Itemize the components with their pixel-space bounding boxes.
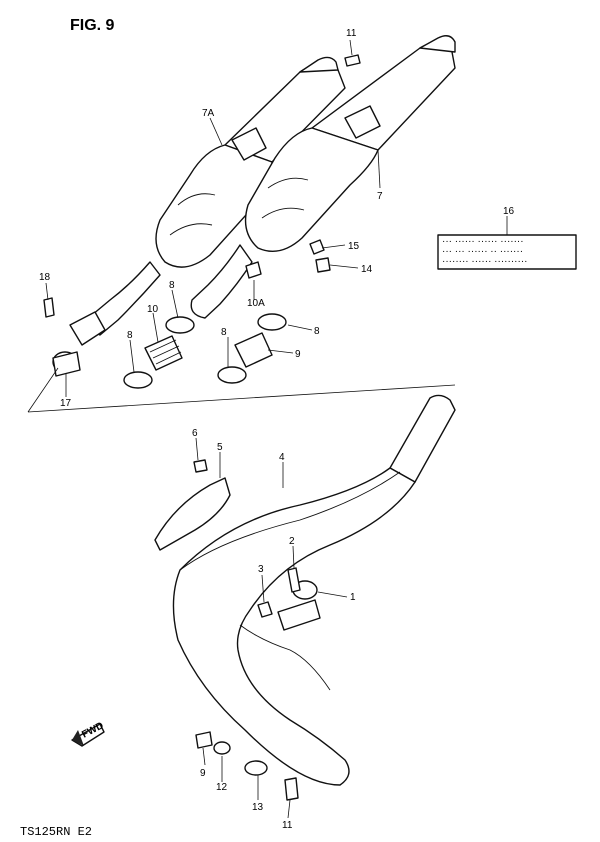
- callout-13: 11: [346, 28, 357, 39]
- callout-7a: 7A: [202, 108, 215, 119]
- callout-10: 10: [147, 304, 159, 315]
- hardware-parts: [43, 54, 361, 377]
- caution-label-18: ··· ······ ······ ······· ··· ··· ······…: [437, 234, 577, 270]
- callout-20: 18: [39, 272, 51, 283]
- callout-1: 1: [350, 592, 356, 603]
- callout-5: 5: [217, 442, 223, 453]
- callout-4: 4: [279, 452, 285, 463]
- clamps-and-joints: [123, 313, 287, 389]
- callout-3: 3: [258, 564, 264, 575]
- callout-12: 10A: [247, 298, 265, 309]
- heat-shield-5: [154, 477, 231, 551]
- silencer-7: [190, 35, 456, 319]
- callout-8-mid: 8: [221, 327, 227, 338]
- lower-hardware: [193, 459, 299, 801]
- callout-18: 16: [503, 206, 515, 217]
- exhaust-pipe-4: [172, 394, 456, 786]
- callout-numbers: 11 7A 7 16 15 14 18 8 10A 10 8 8 8 9 17 …: [39, 28, 515, 831]
- callout-11: 11: [282, 820, 293, 831]
- upper-assembly-group: [27, 35, 456, 413]
- label-line-1: ··· ······ ······ ·······: [442, 236, 524, 247]
- callout-6: 6: [192, 428, 198, 439]
- model-code: TS125RN E2: [20, 825, 92, 839]
- callout-8-top: 8: [169, 280, 175, 291]
- callout-9: 9: [200, 768, 206, 779]
- callout-7: 7: [377, 191, 383, 202]
- forward-arrow-icon: FWD: [71, 720, 106, 747]
- callout-17: 15: [348, 241, 360, 252]
- label-line-3: ········ ······ ··········: [442, 256, 527, 267]
- callout-10a: 9: [295, 349, 301, 360]
- callout-15: 13: [252, 802, 264, 813]
- callout-8-left: 8: [127, 330, 133, 341]
- silencer-7a: [69, 56, 346, 346]
- figure-label: FIG. 9: [70, 17, 115, 34]
- callout-14: 12: [216, 782, 228, 793]
- leader-lines: [45, 39, 508, 819]
- label-line-2: ··· ··· ······ ·· ·······: [442, 246, 523, 257]
- callout-19: 17: [60, 398, 72, 409]
- gasket-and-studs: [257, 567, 321, 631]
- callout-2: 2: [289, 536, 295, 547]
- callout-16: 14: [361, 264, 373, 275]
- callout-8-right: 8: [314, 326, 320, 337]
